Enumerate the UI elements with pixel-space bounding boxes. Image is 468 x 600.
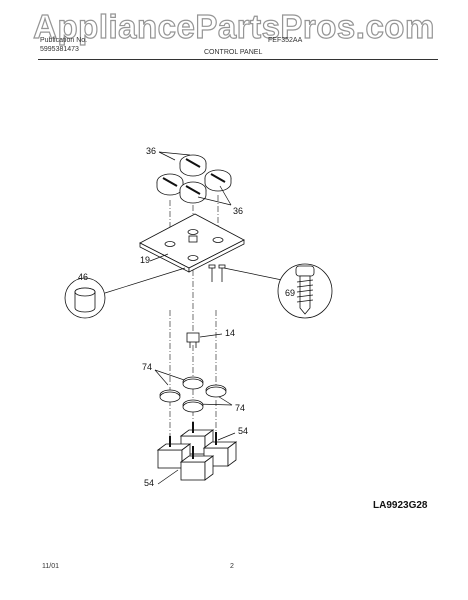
- header-rule: [38, 59, 438, 60]
- callout-54-right: 54: [238, 426, 249, 436]
- callout-leaders: [104, 151, 283, 485]
- site-watermark: AppliancePartsPros.com: [33, 7, 435, 45]
- callout-46: 46: [78, 272, 89, 282]
- diagram-code: LA9923G28: [373, 500, 428, 511]
- section-title: CONTROL PANEL: [204, 49, 263, 56]
- model-number: FEF352AA: [268, 37, 303, 44]
- callout-74-right: 74: [235, 403, 246, 413]
- callout-36-right: 36: [233, 206, 244, 216]
- knob-back-left: [179, 154, 207, 177]
- footer-date: 11/01: [42, 563, 59, 570]
- callout-54-left: 54: [144, 478, 155, 488]
- knob-front-right: [179, 181, 207, 204]
- knob-spacer: [188, 235, 198, 243]
- callout-19: 19: [140, 255, 151, 265]
- publication-label: Publication No.: [40, 37, 88, 44]
- footer-page-number: 2: [230, 563, 234, 570]
- callout-14: 14: [225, 328, 236, 338]
- callout-69: 69: [285, 288, 296, 298]
- indicator-light-part: [186, 332, 200, 348]
- switch-bezel-washers: [159, 376, 227, 413]
- knob-back-right: [204, 169, 232, 192]
- infinite-switch-front-right: [179, 446, 215, 481]
- detail-circle-69: [277, 263, 333, 319]
- control-panel-plate: [139, 213, 245, 273]
- publication-number: 5995381473: [40, 46, 79, 53]
- mounting-screw: [208, 264, 226, 282]
- knob-front-left: [156, 173, 184, 196]
- callout-74-left: 74: [142, 362, 153, 372]
- detail-circle-46: [64, 277, 106, 319]
- callout-36-top: 36: [146, 146, 157, 156]
